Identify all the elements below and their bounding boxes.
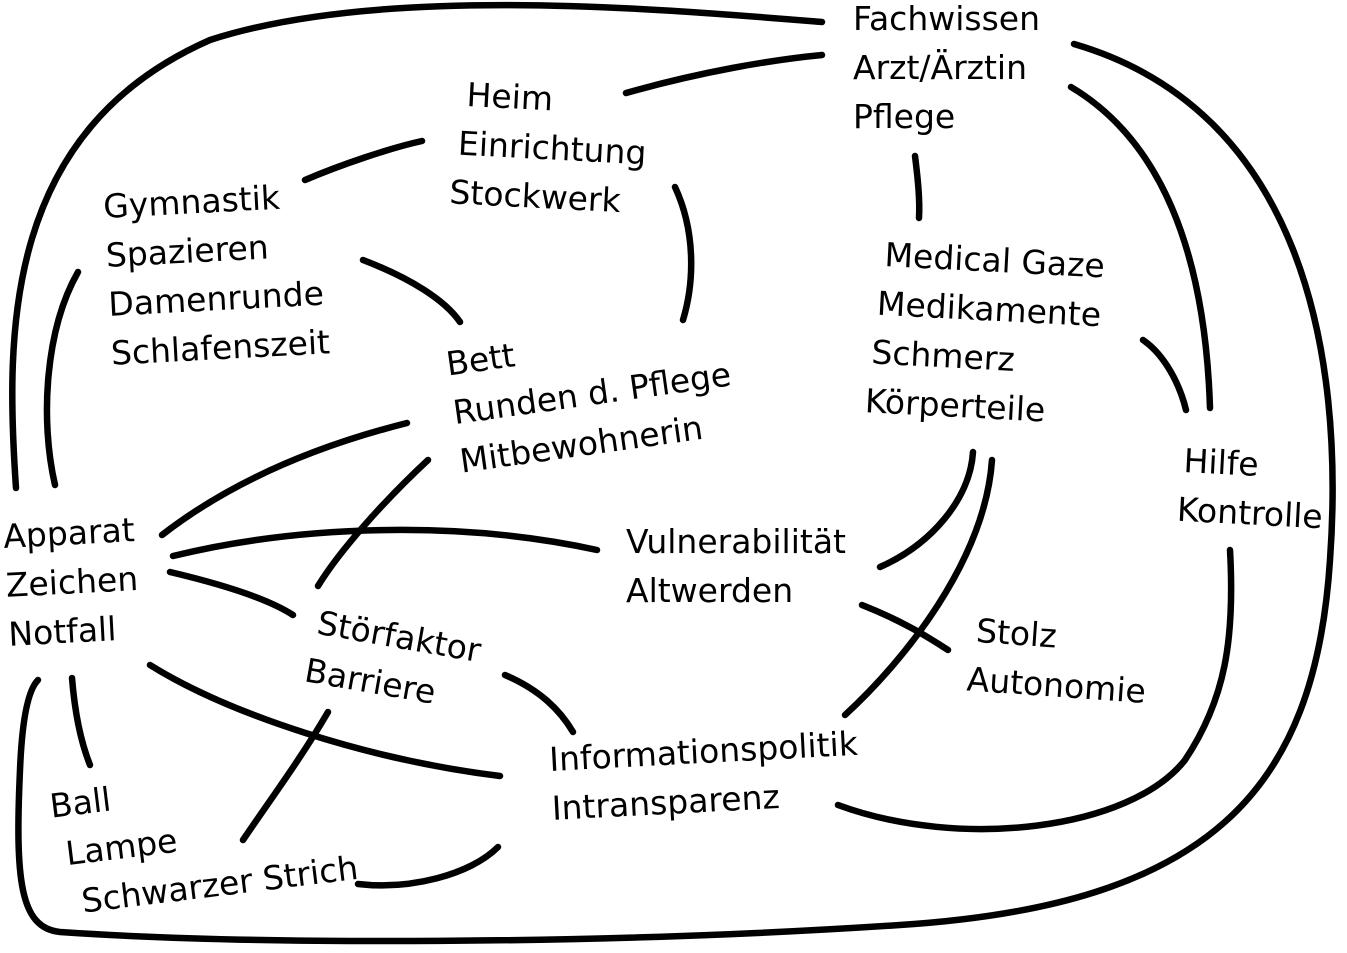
link-medical-hilfe: [1139, 336, 1190, 414]
node-fachwissen: Fachwissen Arzt/Ärztin Pflege: [853, 0, 1040, 141]
link-apparat-information: [146, 661, 504, 780]
link-fachwissen-medical: [911, 152, 923, 222]
node-apparat-line-1: Apparat: [2, 510, 136, 556]
link-medical-information: [841, 456, 996, 719]
node-fachwissen-line-1: Fachwissen: [853, 0, 1040, 38]
link-apparat-fachwissen-outer: [9, 1, 826, 492]
link-stoerfaktor-information: [501, 671, 577, 736]
link-vulnerabilitaet-stolz: [858, 601, 952, 654]
node-vulnerabilitaet-line-1: Vulnerabilität: [626, 522, 846, 561]
link-apparat-ball: [68, 674, 94, 769]
node-heim-line-3: Stockwerk: [448, 172, 622, 221]
node-hilfe: Hilfe Kontrolle: [1176, 436, 1327, 541]
node-apparat-line-3: Notfall: [7, 609, 118, 654]
node-apparat-line-2: Zeichen: [4, 558, 140, 605]
link-heim-bett: [671, 183, 695, 324]
node-heim: Heim Einrichtung Stockwerk: [449, 70, 650, 226]
link-gymnastik-heim: [301, 137, 426, 184]
link-apparat-vulnerabilitaet: [169, 526, 601, 560]
node-fachwissen-line-3: Pflege: [853, 97, 956, 136]
link-gymnastik-bett: [359, 256, 464, 326]
node-vulnerabilitaet-line-2: Altwerden: [626, 571, 794, 610]
link-bett-apparat: [158, 419, 411, 539]
link-bett-stoerfaktor: [314, 456, 432, 590]
link-ball-information: [354, 843, 502, 889]
link-stoerfaktor-ball: [239, 708, 332, 844]
node-apparat: Apparat Zeichen Notfall: [2, 505, 142, 659]
link-gymnastik-apparat: [43, 268, 82, 489]
node-hilfe-line-1: Hilfe: [1182, 440, 1260, 484]
node-stolz: Stolz Autonomie: [966, 606, 1151, 716]
link-medical-vulnerabilitaet: [876, 448, 977, 571]
node-fachwissen-line-2: Arzt/Ärztin: [853, 48, 1028, 87]
node-vulnerabilitaet: Vulnerabilität Altwerden: [626, 517, 846, 615]
link-apparat-stoerfaktor: [166, 568, 297, 619]
link-fachwissen-hilfe: [1067, 83, 1214, 412]
node-medical: Medical Gaze Medikamente Schmerz Körpert…: [864, 230, 1106, 437]
link-heim-fachwissen: [622, 51, 826, 97]
node-information: Informationspolitik Intransparenz: [548, 719, 862, 833]
link-information-hilfe: [834, 546, 1235, 833]
node-gymnastik: Gymnastik Spazieren Damenrunde Schlafens…: [102, 171, 331, 378]
link-fachwissen-apparat-outer: [15, 40, 1336, 945]
node-hilfe-line-2: Kontrolle: [1176, 489, 1324, 537]
